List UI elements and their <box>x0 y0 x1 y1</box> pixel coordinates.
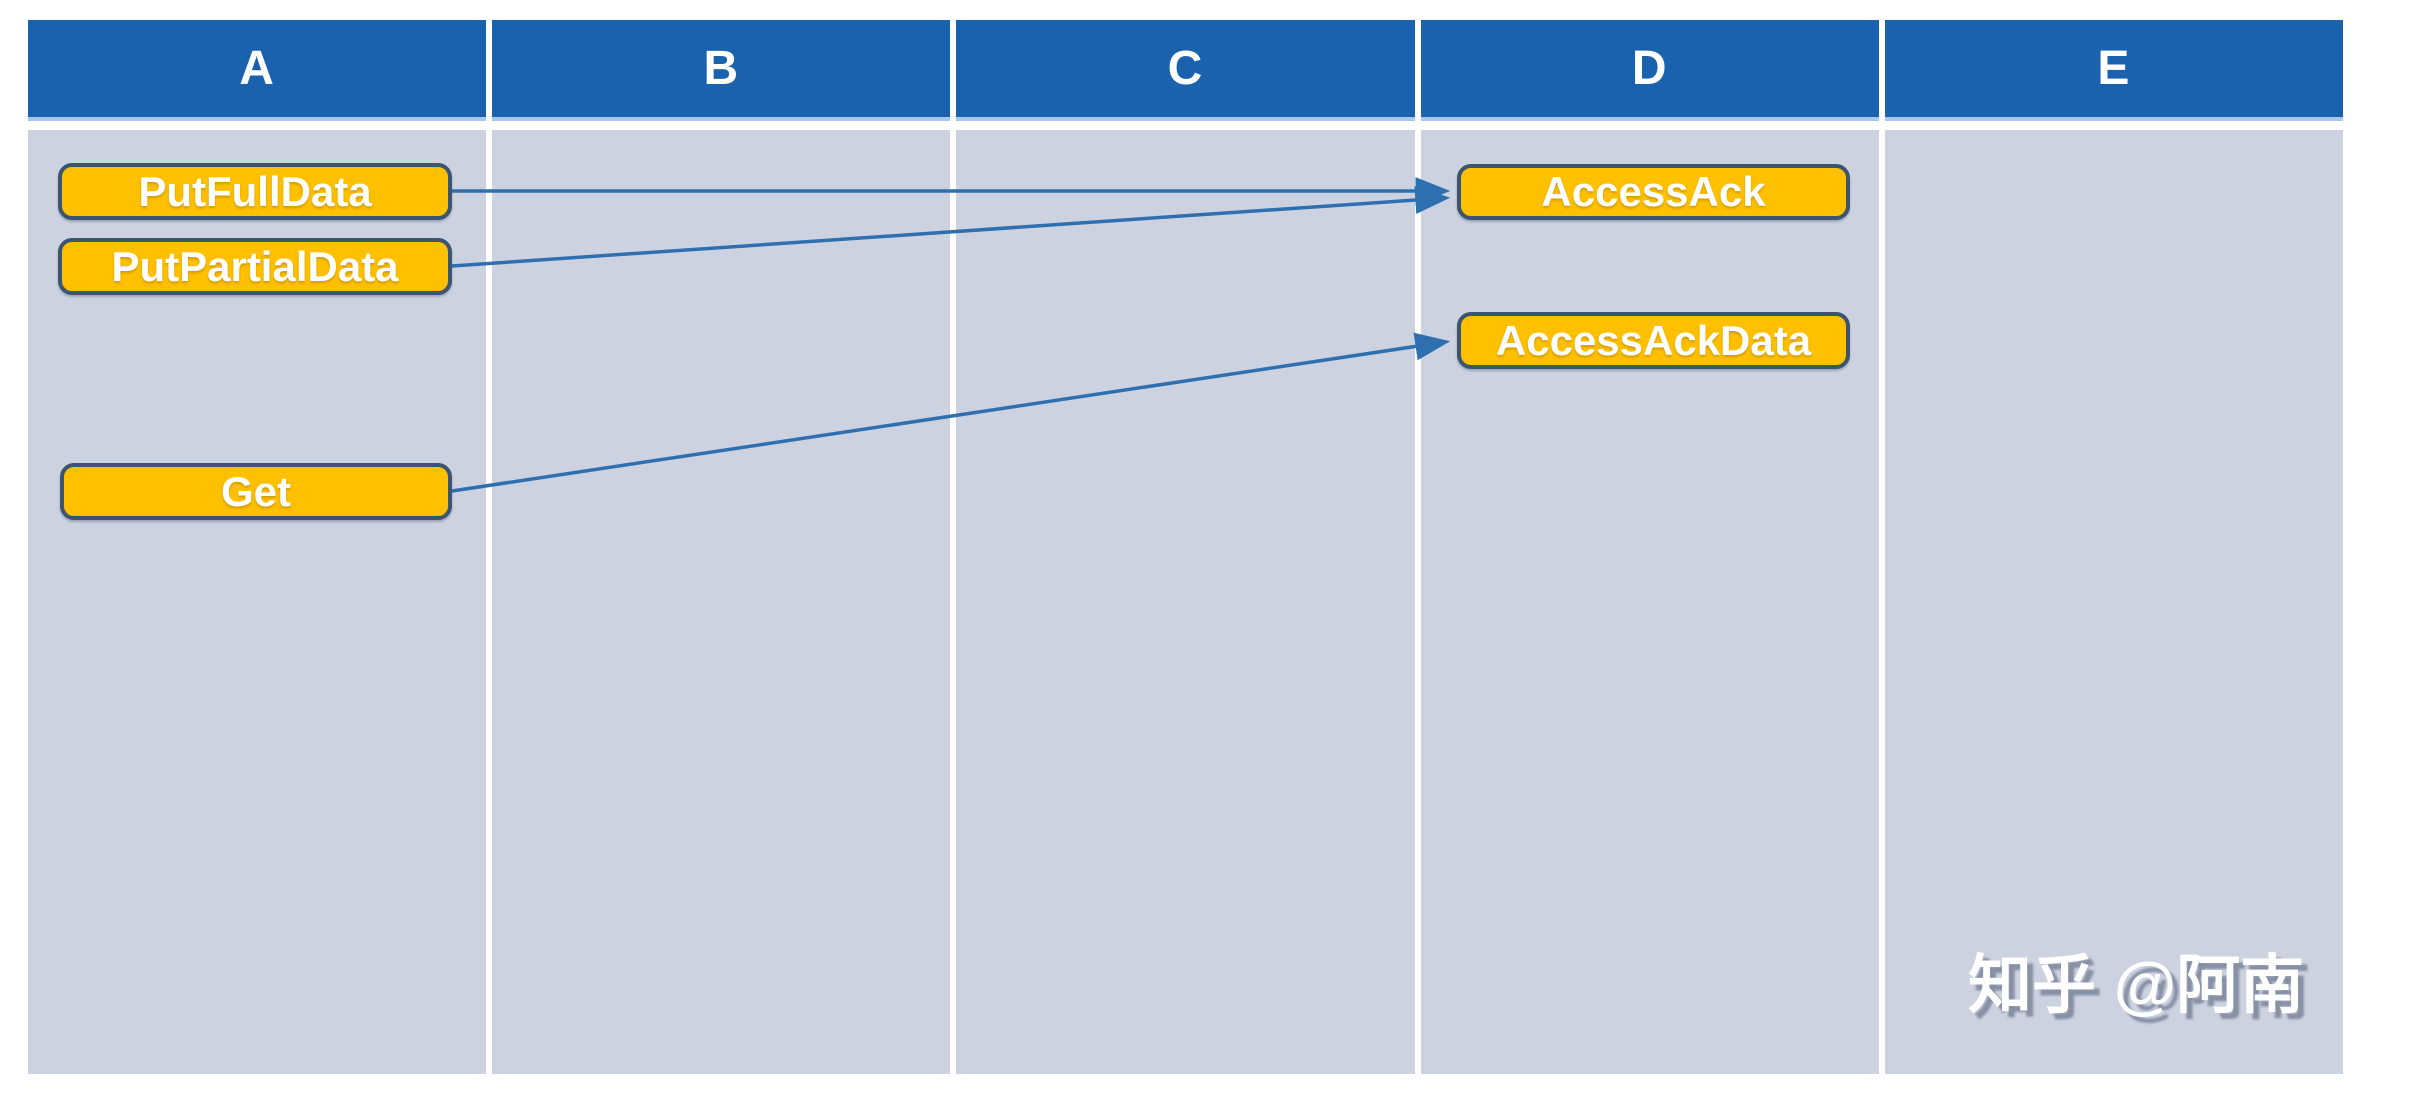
watermark-zhihu: 知乎 @阿南 <box>1968 950 2304 1020</box>
message-box-accessackdata-label: AccessAckData <box>1495 316 1812 364</box>
lane-d <box>1420 130 1879 1074</box>
column-header-d-label: D <box>1631 42 1668 95</box>
lane-b <box>492 130 951 1074</box>
message-box-accessack: AccessAck <box>1457 164 1850 220</box>
column-header-c-label: C <box>1167 42 1204 95</box>
message-box-get: Get <box>60 463 452 520</box>
column-header-d: D <box>1420 20 1879 121</box>
table-body-row <box>28 130 2343 1074</box>
column-header-e: E <box>1884 20 2343 121</box>
table-header-row: A B C D E <box>28 20 2343 121</box>
column-header-a: A <box>28 20 487 121</box>
lane-c <box>956 130 1415 1074</box>
column-header-b: B <box>492 20 951 121</box>
message-box-putpartialdata: PutPartialData <box>58 238 452 295</box>
column-header-a-label: A <box>239 42 275 95</box>
message-box-accessack-label: AccessAck <box>1541 168 1766 215</box>
column-header-b-label: B <box>703 42 740 95</box>
watermark-text: 知乎 @阿南 <box>1968 949 2305 1021</box>
message-box-putfulldata: PutFullData <box>58 163 452 220</box>
column-header-e-label: E <box>2097 42 2131 95</box>
message-box-putfulldata-label: PutFullData <box>138 167 372 215</box>
message-box-get-label: Get <box>220 467 291 515</box>
message-box-accessackdata: AccessAckData <box>1457 312 1850 369</box>
lane-e <box>1884 130 2343 1074</box>
message-box-putpartialdata-label: PutPartialData <box>111 242 399 290</box>
column-header-c: C <box>956 20 1415 121</box>
